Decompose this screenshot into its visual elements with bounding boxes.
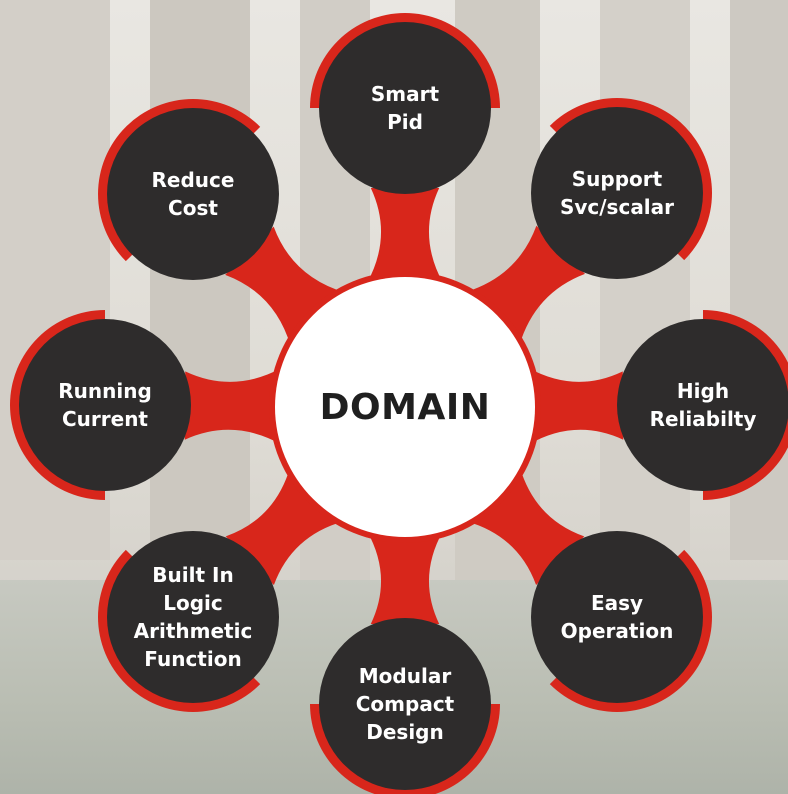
node-circle-smart-pid bbox=[319, 22, 491, 194]
node-label-line: Logic bbox=[163, 591, 223, 615]
node-label-line: Built In bbox=[152, 563, 234, 587]
node-label-line: Function bbox=[144, 647, 242, 671]
node-label-line: High bbox=[676, 379, 730, 403]
connector-modular-compact-design bbox=[367, 531, 443, 624]
node-label-line: Arithmetic bbox=[133, 619, 253, 643]
node-label-line: Reliabilty bbox=[649, 407, 757, 431]
center-circle bbox=[275, 277, 535, 537]
node-label-line: Reduce bbox=[151, 168, 235, 192]
node-label-line: Modular bbox=[358, 664, 452, 688]
node-circle-high-reliability bbox=[617, 319, 788, 491]
node-label-line: Support bbox=[571, 167, 663, 191]
connector-smart-pid bbox=[367, 188, 443, 283]
node-label-line: Compact bbox=[355, 692, 455, 716]
node-label-line: Smart bbox=[370, 82, 440, 106]
node-circle-built-in-logic bbox=[107, 531, 279, 703]
connector-high-reliability bbox=[528, 368, 624, 445]
node-layer bbox=[19, 22, 788, 790]
node-label-line: Operation bbox=[560, 619, 674, 643]
node-circle-easy-operation bbox=[531, 531, 703, 703]
node-label-line: Pid bbox=[387, 110, 423, 134]
node-label-line: Svc/scalar bbox=[559, 195, 675, 219]
node-label-line: Design bbox=[366, 720, 444, 744]
node-circle-support-svc-scalar bbox=[531, 107, 703, 279]
center-label: DOMAIN bbox=[319, 387, 491, 428]
node-circle-modular-compact-design bbox=[319, 618, 491, 790]
node-circle-reduce-cost bbox=[107, 108, 279, 280]
node-label-line: Current bbox=[61, 407, 148, 431]
node-circle-running-current bbox=[19, 319, 191, 491]
node-label-line: Running bbox=[58, 379, 152, 403]
node-label-line: Cost bbox=[168, 196, 218, 220]
node-label-line: Easy bbox=[590, 591, 644, 615]
connector-running-current bbox=[184, 368, 282, 445]
